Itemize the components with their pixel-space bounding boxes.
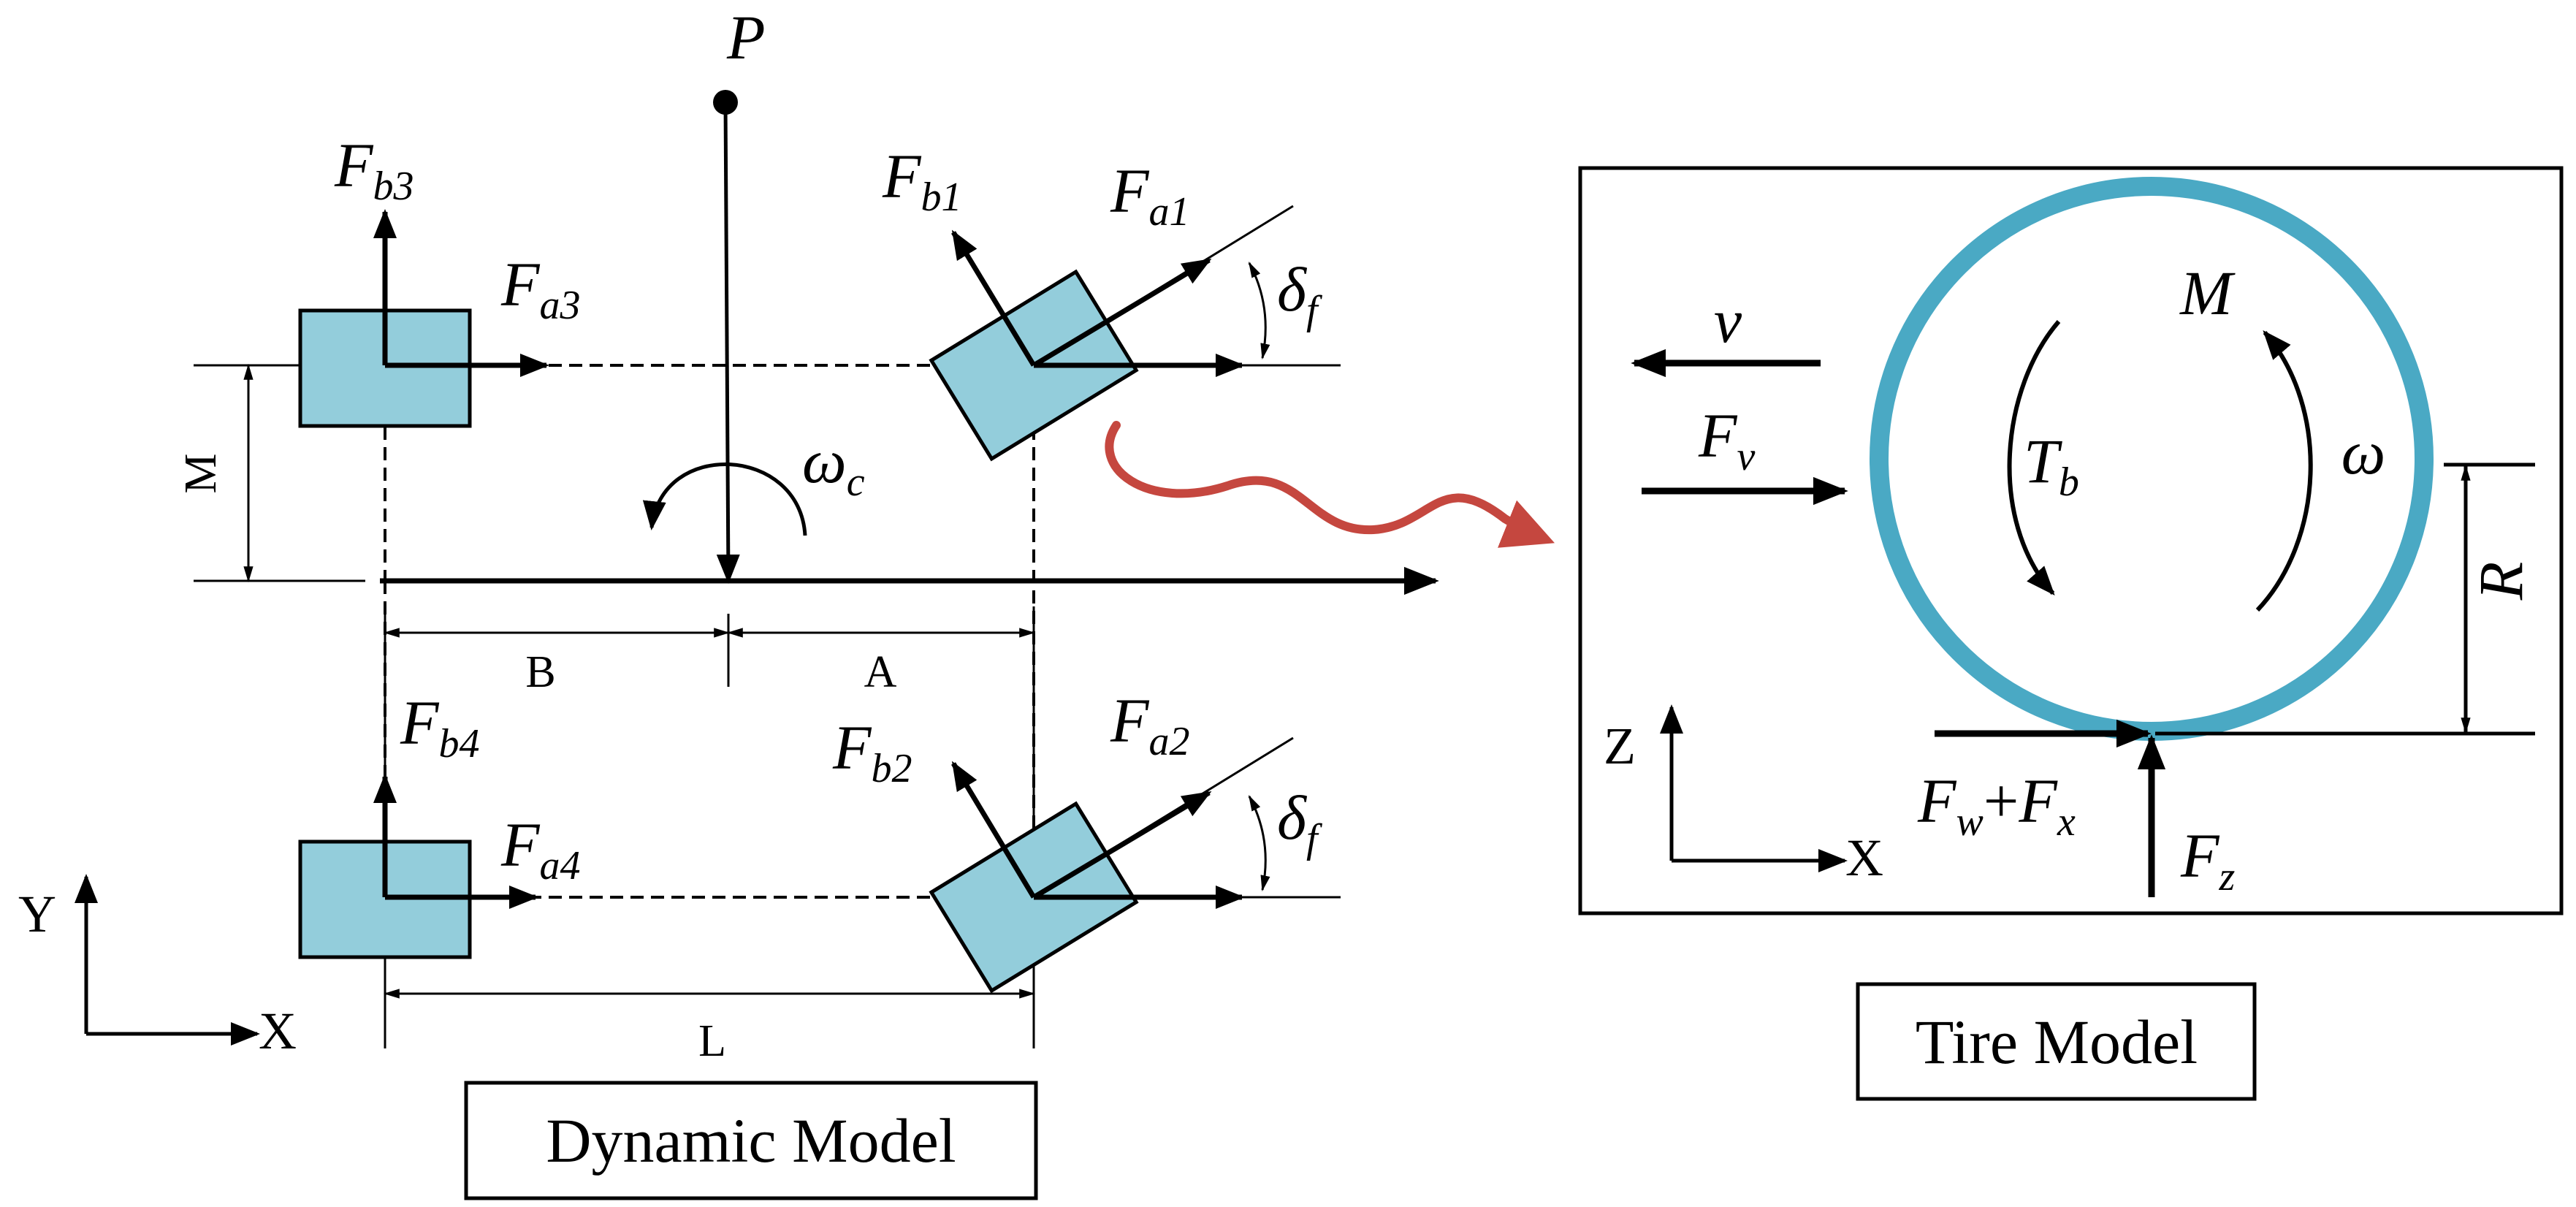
force-arrow-fb1 [951,229,1036,367]
p-vertical-line [716,102,740,584]
force-label-fb3: Fb3 [334,130,414,209]
force-arrow-fb2 [951,761,1036,899]
steer-angle-arc-front-right [1248,795,1270,892]
x-axis-label: X [259,1002,297,1060]
force-label-fa3: Fa3 [500,249,581,328]
moment-label: M [2179,258,2236,328]
yaw-rate-arc [642,462,807,536]
force-arrow-fa1 [1032,257,1212,368]
force-label-fa4: Fa4 [500,810,581,888]
wavy-connector-arrow [1105,421,1555,548]
xz-axes [1660,704,1848,872]
tire-model-title: Tire Model [1916,1007,2198,1077]
point-p [713,90,738,115]
dynamic-model-title: Dynamic Model [546,1105,956,1176]
brake-torque-arc [2007,320,2061,596]
force-label-fb4: Fb4 [400,688,480,766]
force-v-label: Fv [1698,400,1756,479]
tire-model-frame [1578,166,2564,915]
dimension-lines [243,363,1036,999]
dynamic-model: P ωc M B A L δf δf [18,2,1439,1200]
dashed-lines [384,364,1035,899]
angular-velocity-label: ω [2341,417,2386,487]
yaw-rate-label: ωc [802,426,865,505]
force-label-fa1: Fa1 [1110,156,1190,235]
ground-force-label: Fw+Fx [1917,766,2076,845]
y-axis-label: Y [18,885,56,943]
normal-force-label: Fz [2180,820,2236,899]
angular-velocity-arc [2255,330,2313,612]
force-arrow-fa2 [1032,790,1212,900]
z-axis-label: Z [1604,717,1636,775]
point-p-label: P [726,2,766,72]
velocity-label: v [1714,286,1742,356]
x-axis-label-tire: X [1845,829,1883,887]
steer-angle-label-front-right: δf [1277,783,1323,861]
front-distance-label: A [864,647,897,697]
rear-distance-label: B [525,647,555,697]
force-label-fb1: Fb1 [882,141,962,220]
force-arrows [373,209,1245,909]
tire-model-title-box [1856,982,2257,1101]
tire-ring [1870,177,2434,741]
wheelbase-label: L [698,1016,726,1066]
radius-label: R [2466,562,2536,601]
steer-angle-arc-front-left [1248,262,1270,360]
steer-angle-label-front-left: δf [1277,254,1323,333]
force-label-fa2: Fa2 [1110,685,1190,764]
radius-dimension [2155,462,2535,736]
xy-axes [75,874,260,1046]
dynamic-model-title-box [464,1081,1038,1200]
track-width-label: M [176,453,226,493]
brake-torque-label: Tb [2024,426,2079,505]
tire-model: v Fv Tb M ω R Fw+Fx Fz Z X Tire M [1578,166,2564,1101]
force-label-fb2: Fb2 [832,712,912,791]
